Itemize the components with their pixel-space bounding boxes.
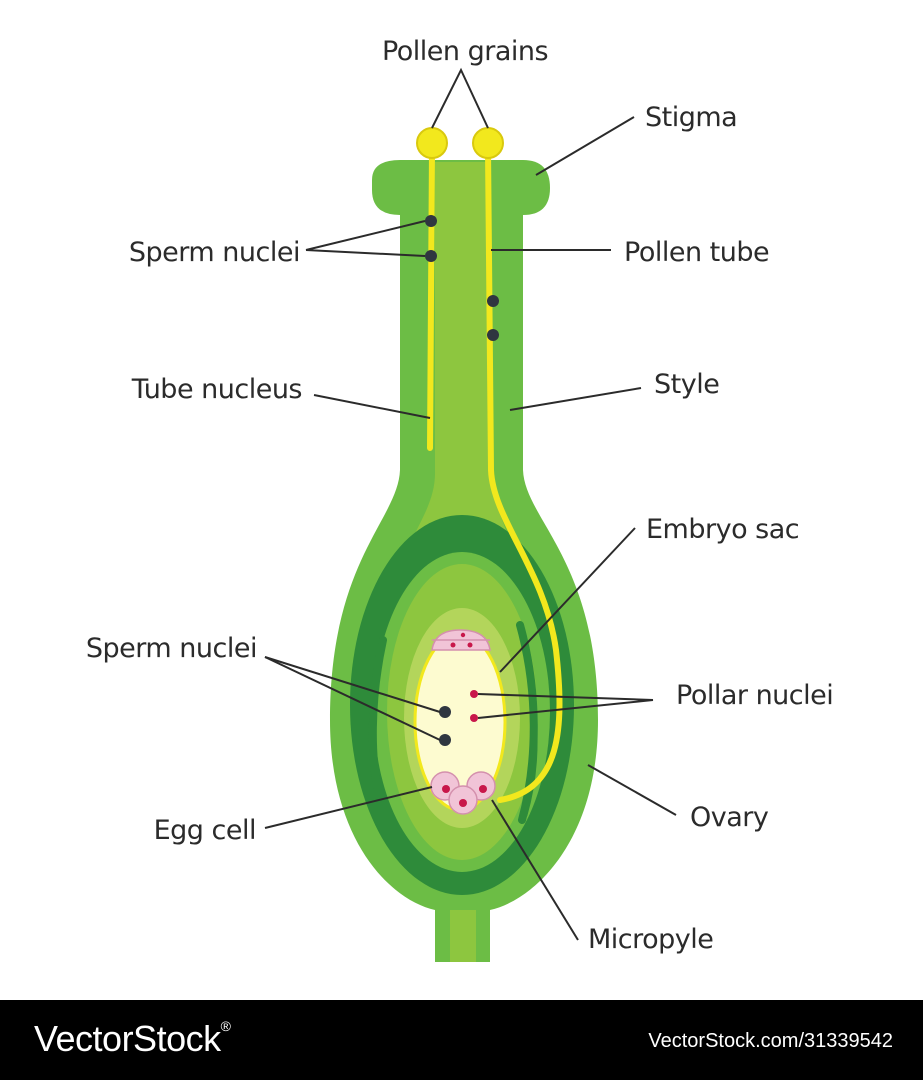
pollen-grain-right <box>472 127 504 159</box>
sperm-nucleus-tube-2 <box>425 250 437 262</box>
leader-ovary <box>587 764 677 816</box>
vectorstock-logo: VectorStock® <box>34 1018 231 1060</box>
label-stigma: Stigma <box>645 102 737 133</box>
sperm-nucleus-sac-2 <box>439 734 451 746</box>
polar-nucleus-1 <box>470 690 478 698</box>
antipodal-nucleus-1 <box>450 642 456 648</box>
brand-text: VectorStock <box>34 1018 221 1059</box>
sperm-nucleus-tube-1 <box>425 215 437 227</box>
integument-stripe-left <box>368 636 387 804</box>
label-sperm-nuclei-top: Sperm nuclei <box>129 237 300 268</box>
label-micropyle: Micropyle <box>588 924 713 955</box>
sperm-nucleus-tube-4 <box>487 329 499 341</box>
leader-sperm-bottom-2 <box>264 656 441 741</box>
label-ovary: Ovary <box>690 802 769 833</box>
leader-sperm-bottom-1 <box>264 656 441 713</box>
leader-pollar-1 <box>477 693 654 701</box>
pollen-tube-left <box>427 147 435 451</box>
pistil-diagram: Pollen grains Stigma Sperm nuclei Pollen… <box>86 36 834 962</box>
label-embryo-sac: Embryo sac <box>646 514 799 545</box>
leader-stigma <box>535 116 635 176</box>
leader-pollen-grains <box>431 67 489 129</box>
label-pollen-tube: Pollen tube <box>624 237 769 268</box>
registered-mark-icon: ® <box>220 1018 231 1034</box>
leader-sperm-top-1 <box>305 220 426 251</box>
label-tube-nucleus: Tube nucleus <box>131 374 302 405</box>
leader-style <box>509 387 642 411</box>
label-pollen-grains: Pollen grains <box>382 36 548 67</box>
sperm-nucleus-tube-3 <box>487 295 499 307</box>
leader-embryo-sac <box>499 527 636 673</box>
watermark-footer: VectorStock® VectorStock.com/31339542 <box>0 1000 923 1080</box>
label-sperm-nuclei-bottom: Sperm nuclei <box>86 633 257 664</box>
leader-egg-cell <box>264 786 433 829</box>
antipodal-nucleus-2 <box>467 642 473 648</box>
leader-sperm-top-2 <box>305 249 426 257</box>
label-style: Style <box>654 369 719 400</box>
sperm-nucleus-sac-1 <box>439 706 451 718</box>
antipodal-nucleus-3 <box>460 632 466 638</box>
pollen-grain-left <box>416 127 448 159</box>
label-egg-cell: Egg cell <box>154 815 256 846</box>
synergid-nucleus-right <box>479 785 487 793</box>
egg-nucleus <box>459 799 467 807</box>
label-pollar-nuclei: Pollar nuclei <box>676 680 833 711</box>
leader-pollar-2 <box>477 699 654 719</box>
synergid-nucleus-left <box>442 785 450 793</box>
leader-micropyle <box>491 799 579 941</box>
pollen-tube-right <box>485 147 563 803</box>
stock-id: VectorStock.com/31339542 <box>648 1030 893 1052</box>
leader-tube-nucleus <box>313 394 431 419</box>
polar-nucleus-2 <box>470 714 478 722</box>
